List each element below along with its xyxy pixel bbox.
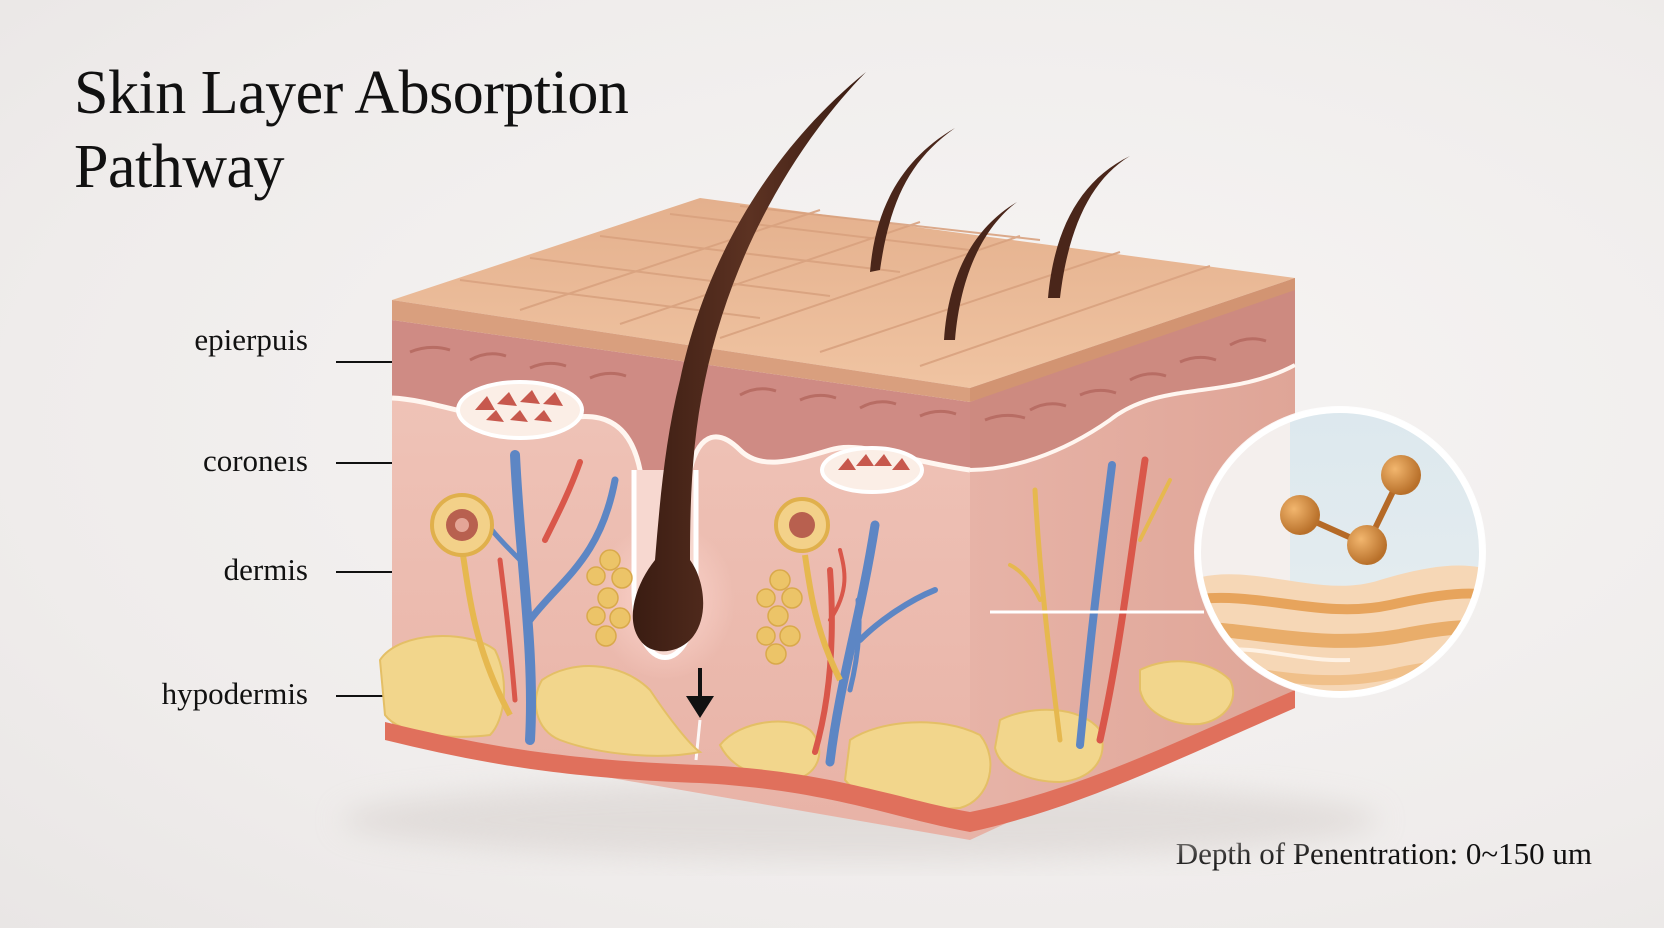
hair-4: [1048, 156, 1130, 298]
adipocyte-clusters: [586, 549, 803, 665]
label-epidermis: epierpuis: [194, 322, 308, 357]
hypodermis-fat: [378, 635, 1235, 810]
label-dermis: dermis: [223, 552, 308, 587]
vessels-front: [472, 450, 938, 767]
diagram-title: Skin Layer Absorption Pathway: [74, 59, 629, 201]
molecule-atom-2: [1347, 525, 1387, 565]
molecule-atom-3: [1381, 455, 1421, 495]
gland-left: [456, 380, 584, 440]
magnifier-ring: [1195, 407, 1485, 697]
label-corneum: coroneıs: [202, 443, 308, 478]
penetration-arrow-head: [686, 696, 714, 718]
hair-3: [944, 202, 1017, 340]
hair-2: [870, 128, 955, 272]
molecule-atom-1: [1280, 495, 1320, 535]
vessels-side: [1008, 456, 1172, 749]
nerve-endings: [430, 493, 843, 717]
top-surface-cells: [459, 205, 1211, 367]
skin-top-surface: [392, 198, 1295, 388]
magnifier-inset: [1194, 406, 1486, 698]
gland-right: [820, 446, 924, 494]
hair-main: [632, 72, 866, 652]
label-hypodermis: hypodermis: [161, 676, 308, 711]
base-layer: [385, 690, 1295, 832]
side-epidermis-band: [970, 278, 1295, 470]
